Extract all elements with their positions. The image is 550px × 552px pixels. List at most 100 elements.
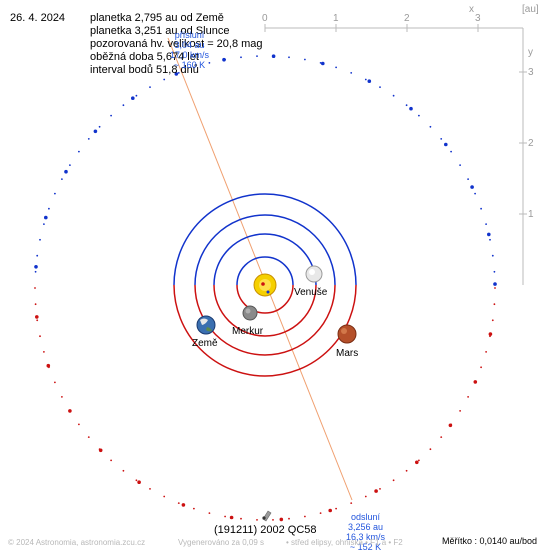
planet-venuse (305, 265, 323, 283)
label-zeme: Země (192, 338, 218, 349)
perihelion-distance: 3,04 au (174, 40, 205, 50)
ellipse-legend: • střed elipsy, ohniska • F1 a • F2 (286, 538, 403, 547)
asteroid-orbit-dot (288, 56, 290, 59)
asteroid-orbit-dot (135, 94, 138, 97)
orbit-mars-north (173, 193, 357, 286)
x-tick-3: 3 (475, 13, 481, 24)
y-tick-3: 3 (528, 67, 534, 78)
info-period: oběžná doba 5,674 let (90, 51, 199, 63)
generated-time: Vygenerováno za 0,09 s (178, 538, 264, 547)
info-interval: interval bodů 51,8 dnů (90, 64, 199, 76)
asteroid-orbit-dot (39, 238, 41, 241)
asteroid-orbit-dot (489, 238, 491, 241)
asteroid-position-point (448, 423, 453, 428)
asteroid-position-point (229, 515, 234, 520)
asteroid-orbit-dot (240, 517, 242, 520)
asteroid-orbit-dot (379, 86, 381, 88)
copyright: © 2024 Astronomia, astronomia.zcu.cz (8, 538, 146, 547)
x-tick-0: 0 (262, 13, 268, 24)
asteroid-orbit-dot (193, 507, 195, 510)
asteroid-position-point (279, 517, 284, 522)
asteroid-position-point (93, 129, 98, 134)
asteroid-position-point (68, 409, 72, 413)
perihelion-annotation: přísluní 3,04 au 17,0 km/s ~ 160 K (170, 30, 209, 70)
asteroid-position-point (64, 169, 68, 174)
asteroid-orbit-dot (364, 78, 367, 81)
perihelion-title: přísluní (174, 30, 205, 40)
asteroid-orbit-dot (272, 519, 274, 521)
asteroid-position-point (473, 380, 478, 384)
asteroid-orbit-dot (319, 512, 322, 514)
asteroid-orbit-dot (350, 502, 353, 504)
axis-frame (265, 27, 524, 285)
asteroid-orbit-dot (379, 488, 381, 490)
orbit-zeme-south (194, 284, 336, 356)
asteroid-orbit-dot (193, 66, 195, 69)
asteroid-position-point (46, 363, 51, 368)
asteroid-orbit-dot (480, 366, 482, 369)
asteroid-orbit-dot (256, 519, 258, 521)
asteroid-orbit-dot (48, 207, 50, 210)
unit-label: [au] (522, 4, 539, 15)
asteroid-orbit-dot (405, 469, 408, 472)
y-tick-1: 1 (528, 209, 534, 220)
asteroid-orbit-dot (491, 319, 494, 322)
y-axis-ticks (519, 71, 527, 215)
asteroid-orbit-dot (459, 410, 461, 412)
asteroid-orbit-dot (467, 178, 469, 181)
asteroid-orbit-dot (69, 164, 71, 167)
asteroid-orbit-dot (485, 223, 487, 226)
asteroid-position-point (374, 489, 378, 493)
x-axis-letter: x (469, 4, 474, 15)
asteroid-position-point (181, 503, 186, 507)
planet-merkur (242, 305, 258, 321)
asteroid-orbit-dot (163, 78, 166, 81)
asteroid-orbit-dot (485, 351, 487, 353)
asteroid-position-point (222, 57, 226, 62)
asteroid-orbit-dot (122, 104, 125, 107)
asteroid-orbit-dot (43, 223, 45, 226)
asteroid-orbit-dot (43, 351, 45, 353)
asteroid-orbit-dot (335, 66, 337, 69)
asteroid-orbit-dot (493, 303, 496, 306)
asteroid-position-point (415, 460, 419, 465)
asteroid-position-point (488, 332, 493, 336)
planet-zeme (196, 315, 216, 335)
date: 26. 4. 2024 (10, 12, 66, 24)
aphelion-speed: 16,3 km/s (346, 532, 386, 542)
asteroid-position-point (174, 72, 179, 76)
scale: Měřítko : 0,0140 au/bod (442, 536, 538, 546)
asteroid-orbit-dot (304, 515, 306, 518)
asteroid-position-point (487, 232, 491, 237)
asteroid-position-point (444, 142, 448, 147)
asteroid-position-point (367, 79, 372, 83)
asteroid-position-point (271, 54, 276, 58)
asteroid-orbit-dot (34, 303, 37, 306)
asteroid-orbit-dot (429, 125, 432, 128)
asteroid-orbit-dot (459, 164, 461, 167)
asteroid-orbit-dot (149, 488, 151, 490)
asteroid-orbit-dot (36, 254, 39, 257)
sun (253, 273, 277, 297)
asteroid-orbit-dot (87, 138, 90, 140)
label-venuse: Venuše (294, 287, 328, 298)
asteroid-orbit-dot (450, 150, 452, 153)
x-tick-2: 2 (404, 13, 410, 24)
aphelion-annotation: odsluní 3,256 au 16,3 km/s ~ 152 K (346, 512, 385, 552)
asteroid-orbit-dot (177, 72, 180, 74)
asteroid-position-point (470, 185, 474, 189)
perihelion-temperature: ~ 160 K (173, 60, 206, 70)
asteroid-orbit-dot (418, 114, 420, 117)
x-axis-ticks (264, 24, 479, 32)
asteroid-orbit-dot (405, 104, 408, 107)
asteroid-orbit-dot (429, 448, 432, 451)
asteroid-orbit-dot (78, 150, 80, 153)
asteroid-orbit-dot (110, 459, 112, 462)
asteroid-orbit-dot (304, 58, 306, 61)
asteroid-orbit-dot (335, 507, 337, 510)
asteroid-orbit-dot (480, 207, 482, 210)
asteroid-orbit-dot (491, 254, 494, 257)
asteroid-position-point (98, 448, 103, 453)
aphelion-distance: 3,256 au (347, 522, 384, 532)
asteroid-position-point (131, 96, 135, 100)
